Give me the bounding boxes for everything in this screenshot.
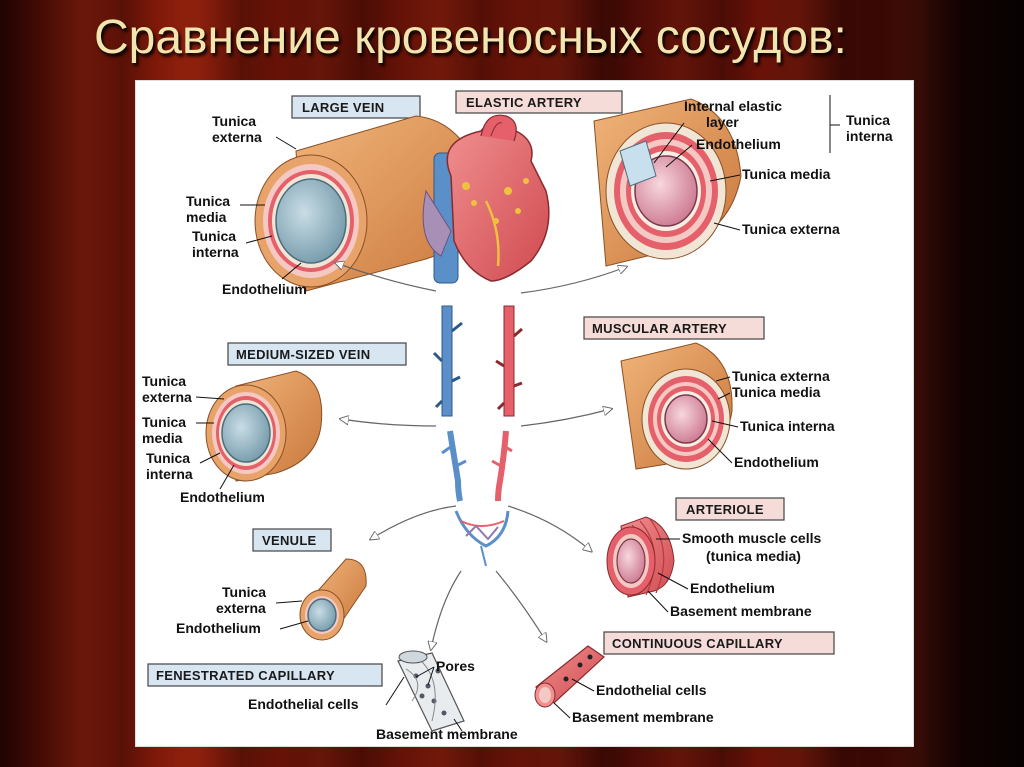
svg-text:Tunica: Tunica	[142, 373, 186, 389]
label-box-medium-vein: MEDIUM-SIZED VEIN	[227, 342, 407, 366]
svg-text:MUSCULAR ARTERY: MUSCULAR ARTERY	[592, 321, 727, 336]
slide-title: Сравнение кровеносных сосудов:	[94, 11, 847, 64]
svg-text:FENESTRATED CAPILLARY: FENESTRATED CAPILLARY	[156, 668, 335, 683]
svg-text:media: media	[142, 430, 183, 446]
svg-text:Tunica media: Tunica media	[742, 166, 831, 182]
svg-text:Smooth muscle cells: Smooth muscle cells	[682, 530, 821, 546]
blood-vessels-diagram: LARGE VEIN ELASTIC ARTERY MEDIUM-SIZED V…	[135, 80, 914, 747]
svg-text:Endothelium: Endothelium	[180, 489, 265, 505]
svg-text:Endothelium: Endothelium	[176, 620, 261, 636]
svg-text:Basement membrane: Basement membrane	[376, 726, 518, 742]
label-box-large-vein: LARGE VEIN	[291, 95, 421, 119]
svg-text:Endothelium: Endothelium	[696, 136, 781, 152]
muscular-artery-labels: Tunica externa Tunica media Tunica inter…	[707, 368, 835, 470]
svg-text:Endothelium: Endothelium	[222, 281, 307, 297]
medium-vein-illustration	[205, 370, 323, 482]
svg-text:interna: interna	[192, 244, 239, 260]
svg-text:Basement membrane: Basement membrane	[572, 709, 714, 725]
continuous-capillary-illustration	[534, 645, 605, 708]
svg-text:Tunica: Tunica	[846, 112, 890, 128]
svg-text:layer: layer	[706, 114, 739, 130]
svg-text:ARTERIOLE: ARTERIOLE	[686, 502, 764, 517]
svg-text:(tunica media): (tunica media)	[706, 548, 801, 564]
svg-text:externa: externa	[212, 129, 262, 145]
muscular-artery-illustration	[620, 342, 733, 470]
elastic-artery-illustration	[593, 98, 742, 267]
svg-text:Basement membrane: Basement membrane	[670, 603, 812, 619]
svg-text:Endothelium: Endothelium	[690, 580, 775, 596]
svg-text:Tunica media: Tunica media	[732, 384, 821, 400]
svg-text:interna: interna	[146, 466, 193, 482]
svg-text:Tunica interna: Tunica interna	[740, 418, 835, 434]
label-box-venule: VENULE	[252, 528, 332, 552]
svg-text:Endothelial cells: Endothelial cells	[248, 696, 359, 712]
capillary-bed	[454, 510, 510, 567]
label-box-muscular-artery: MUSCULAR ARTERY	[583, 316, 765, 340]
venule-illustration	[299, 558, 367, 641]
label-box-arteriole: ARTERIOLE	[675, 497, 785, 521]
svg-text:Tunica externa: Tunica externa	[732, 368, 830, 384]
svg-text:VENULE: VENULE	[262, 533, 317, 548]
svg-text:MEDIUM-SIZED VEIN: MEDIUM-SIZED VEIN	[236, 347, 370, 362]
diagram-svg: LARGE VEIN ELASTIC ARTERY MEDIUM-SIZED V…	[142, 90, 893, 742]
svg-text:Tunica: Tunica	[142, 414, 186, 430]
svg-text:Tunica: Tunica	[212, 113, 256, 129]
svg-text:Tunica: Tunica	[222, 584, 266, 600]
medium-vein-labels: Tunica externa Tunica media Tunica inter…	[142, 373, 265, 505]
svg-text:externa: externa	[142, 389, 192, 405]
arteriole-labels: Smooth muscle cells (tunica media) Endot…	[647, 530, 821, 619]
svg-text:Internal elastic: Internal elastic	[684, 98, 782, 114]
heart-illustration	[422, 114, 550, 284]
svg-text:LARGE VEIN: LARGE VEIN	[302, 100, 384, 115]
svg-text:Endothelial cells: Endothelial cells	[596, 682, 707, 698]
svg-text:Tunica: Tunica	[186, 193, 230, 209]
svg-text:ELASTIC ARTERY: ELASTIC ARTERY	[466, 95, 582, 110]
label-box-continuous-capillary: CONTINUOUS CAPILLARY	[603, 631, 835, 655]
large-vein-labels: Tunica externa Tunica media Tunica inter…	[186, 113, 307, 297]
svg-text:Tunica externa: Tunica externa	[742, 221, 840, 237]
svg-text:Pores: Pores	[436, 658, 475, 674]
arrows	[336, 263, 626, 649]
svg-text:CONTINUOUS CAPILLARY: CONTINUOUS CAPILLARY	[612, 636, 783, 651]
svg-text:media: media	[186, 209, 227, 225]
curtain-shadow	[904, 0, 1024, 767]
fenestrated-capillary-illustration	[397, 650, 465, 732]
svg-text:externa: externa	[216, 600, 266, 616]
label-box-fenestrated-capillary: FENESTRATED CAPILLARY	[147, 663, 383, 687]
elastic-artery-labels: Internal elastic layer Endothelium Tunic…	[653, 95, 893, 237]
svg-text:Tunica: Tunica	[146, 450, 190, 466]
svg-text:interna: interna	[846, 128, 893, 144]
venule-labels: Tunica externa Endothelium	[176, 584, 309, 636]
central-artery-branch	[491, 305, 523, 502]
continuous-capillary-labels: Endothelial cells Basement membrane	[553, 678, 714, 725]
svg-text:Tunica: Tunica	[192, 228, 236, 244]
central-vein-branch	[432, 305, 467, 502]
arteriole-illustration	[606, 516, 675, 598]
svg-text:Endothelium: Endothelium	[734, 454, 819, 470]
fenestrated-capillary-labels: Pores Endothelial cells Basement membran…	[248, 658, 518, 742]
label-box-elastic-artery: ELASTIC ARTERY	[455, 90, 623, 114]
